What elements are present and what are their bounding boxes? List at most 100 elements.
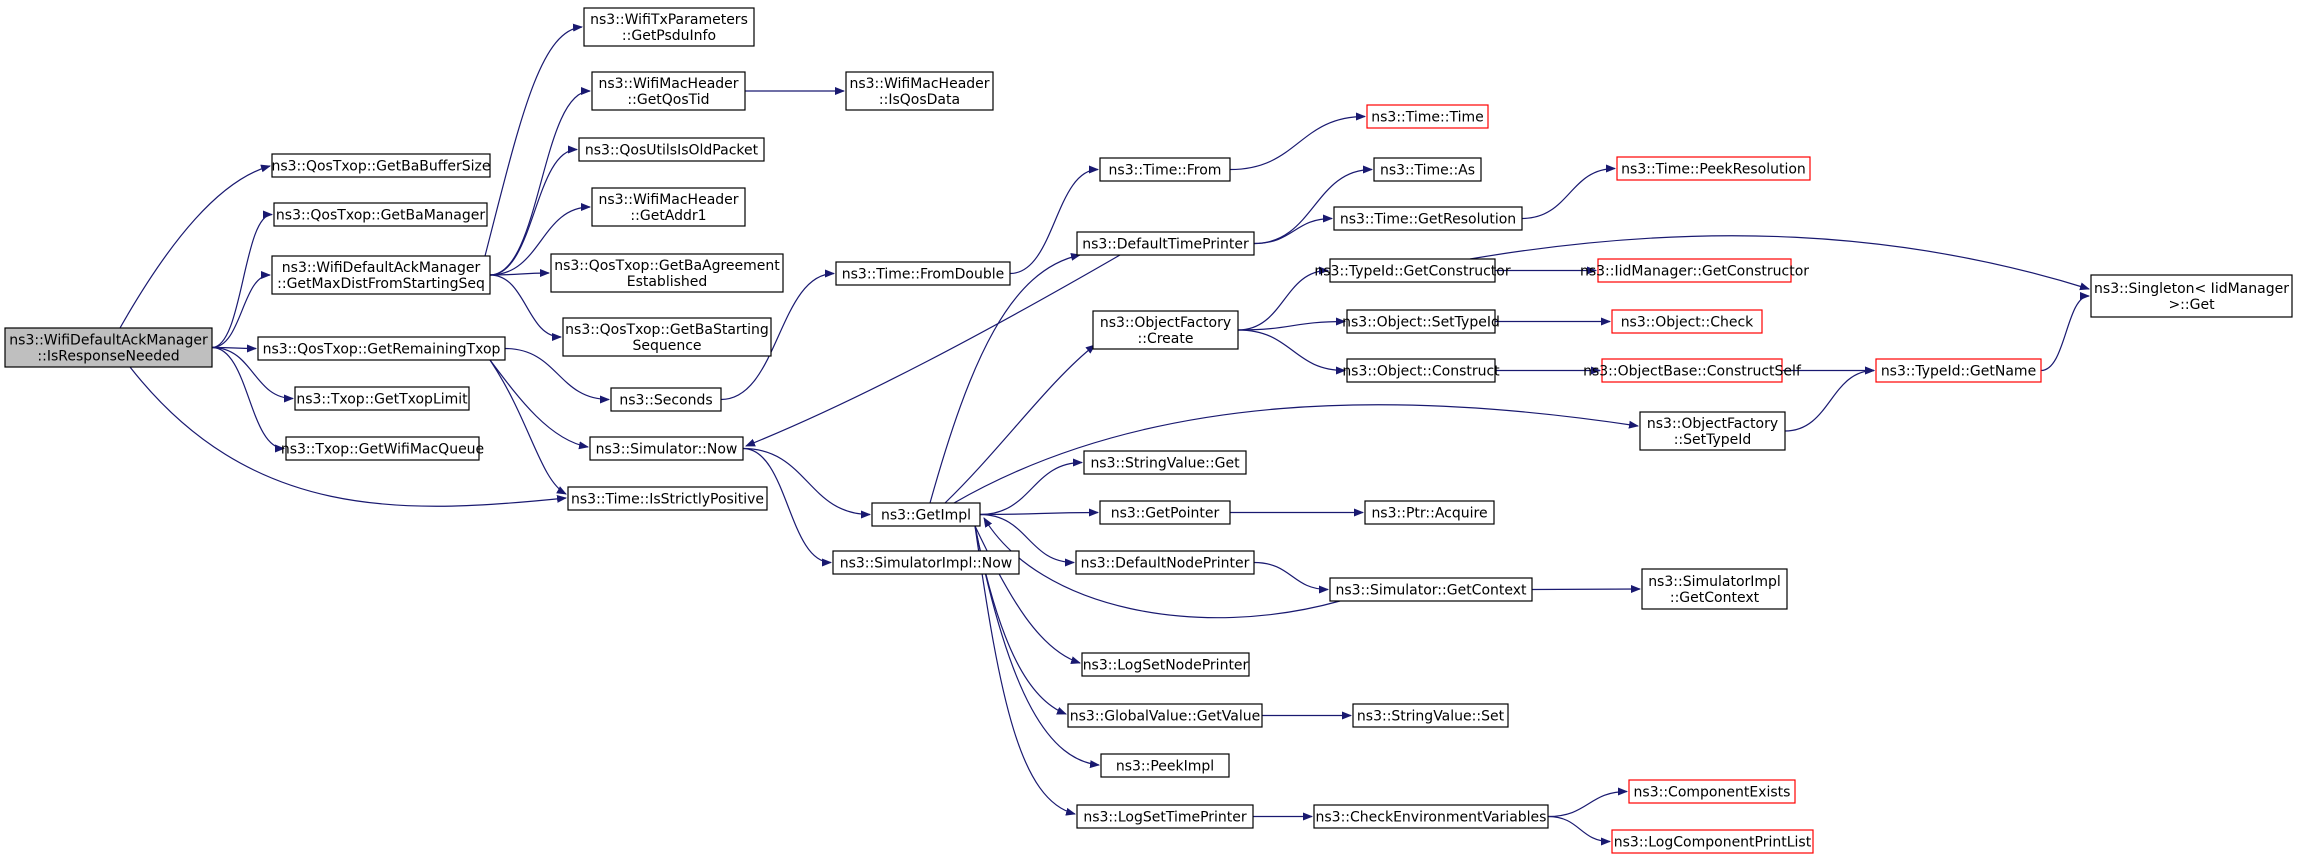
node-n22[interactable]: ns3::DefaultTimePrinter xyxy=(1076,231,1255,256)
node-n45[interactable]: ns3::TypeId::GetName xyxy=(1875,358,2042,383)
node-n26[interactable]: ns3::DefaultNodePrinter xyxy=(1075,550,1255,575)
node-box xyxy=(567,486,768,511)
node-n16[interactable]: ns3::WifiMacHeader::IsQosData xyxy=(845,71,994,111)
node-label: Established xyxy=(627,274,708,290)
node-label: ns3::SimulatorImpl xyxy=(1648,574,1781,590)
edge-n20-n21 xyxy=(1229,112,1366,171)
node-n17[interactable]: ns3::Time::FromDouble xyxy=(835,261,1011,286)
node-n15[interactable]: ns3::Simulator::Now xyxy=(589,436,744,461)
node-label: ns3::Txop::GetWifiMacQueue xyxy=(281,442,484,458)
node-label: ns3::QosTxop::GetBaManager xyxy=(276,208,485,224)
node-label: ::GetContext xyxy=(1670,590,1760,606)
node-n39[interactable]: ns3::StringValue::Set xyxy=(1352,703,1509,728)
node-box xyxy=(562,317,772,357)
node-label: ns3::SimulatorImpl::Now xyxy=(840,556,1013,572)
node-label: ns3::TypeId::GetConstructor xyxy=(1314,264,1510,280)
node-n29[interactable]: ns3::PeekImpl xyxy=(1100,753,1230,778)
edge-n3-n10 xyxy=(489,145,578,276)
node-n9[interactable]: ns3::WifiMacHeader::GetQosTid xyxy=(591,71,746,111)
edge-n18-n25 xyxy=(979,508,1099,517)
node-label: ns3::DefaultNodePrinter xyxy=(1081,556,1250,572)
edge-n0-n6 xyxy=(211,346,285,453)
node-n1[interactable]: ns3::QosTxop::GetBaBufferSize xyxy=(271,153,491,178)
node-n7[interactable]: ns3::Time::IsStrictlyPositive xyxy=(567,486,768,511)
node-label: ns3::StringValue::Set xyxy=(1357,709,1505,725)
node-n3[interactable]: ns3::WifiDefaultAckManager::GetMaxDistFr… xyxy=(271,255,491,295)
node-n2[interactable]: ns3::QosTxop::GetBaManager xyxy=(273,202,488,227)
node-box xyxy=(1628,779,1796,804)
edge-n3-n13 xyxy=(489,274,562,341)
node-n43[interactable]: ns3::Object::Check xyxy=(1611,309,1763,334)
node-n5[interactable]: ns3::Txop::GetTxopLimit xyxy=(294,386,470,411)
node-n11[interactable]: ns3::WifiMacHeader::GetAddr1 xyxy=(591,187,746,227)
edge-n15-n19 xyxy=(742,447,832,567)
node-n14[interactable]: ns3::Seconds xyxy=(610,387,722,412)
node-label: ns3::Time::FromDouble xyxy=(842,267,1005,283)
node-box xyxy=(1611,829,1814,854)
node-box xyxy=(845,71,994,111)
node-n32[interactable]: ns3::Time::GetResolution xyxy=(1333,206,1523,231)
node-label: ns3::DefaultTimePrinter xyxy=(1082,237,1249,253)
node-n44[interactable]: ns3::ObjectBase::ConstructSelf xyxy=(1583,358,1802,383)
node-n6[interactable]: ns3::Txop::GetWifiMacQueue xyxy=(281,436,484,461)
node-label: ns3::QosUtilsIsOldPacket xyxy=(585,143,759,159)
node-n23[interactable]: ns3::ObjectFactory::Create xyxy=(1092,310,1239,350)
node-box xyxy=(1092,310,1239,350)
edge-n17-n20 xyxy=(1009,165,1099,275)
node-n35[interactable]: ns3::Object::Construct xyxy=(1342,358,1500,383)
node-n27[interactable]: ns3::LogSetNodePrinter xyxy=(1081,652,1250,677)
node-label: ns3::WifiMacHeader xyxy=(598,192,738,208)
node-box xyxy=(1333,206,1523,231)
node-n47[interactable]: ns3::SimulatorImpl::GetContext xyxy=(1641,568,1788,610)
node-box xyxy=(832,550,1020,575)
node-label: ns3::Time::As xyxy=(1380,163,1475,179)
node-n33[interactable]: ns3::TypeId::GetConstructor xyxy=(1314,258,1511,283)
edge-n4-n15 xyxy=(489,359,589,450)
node-n48[interactable]: ns3::ComponentExists xyxy=(1628,779,1796,804)
edge-n0-n2 xyxy=(211,210,273,349)
edge-n0-n5 xyxy=(211,346,294,403)
node-n46[interactable]: ns3::Singleton< IidManager >::Get xyxy=(2090,274,2293,318)
node-n8[interactable]: ns3::WifiTxParameters::GetPsduInfo xyxy=(583,7,755,47)
node-box xyxy=(583,7,755,47)
node-label: ns3::StringValue::Get xyxy=(1090,456,1240,472)
node-n41[interactable]: ns3::Time::PeekResolution xyxy=(1616,156,1811,181)
node-box xyxy=(1329,258,1496,283)
node-n30[interactable]: ns3::LogSetTimePrinter xyxy=(1076,804,1254,829)
node-n21[interactable]: ns3::Time::Time xyxy=(1366,104,1489,129)
node-n19[interactable]: ns3::SimulatorImpl::Now xyxy=(832,550,1020,575)
node-n20[interactable]: ns3::Time::From xyxy=(1099,157,1231,182)
edge-n22-n15 xyxy=(745,254,1121,447)
node-n49[interactable]: ns3::LogComponentPrintList xyxy=(1611,829,1814,854)
node-n24[interactable]: ns3::StringValue::Get xyxy=(1083,450,1247,475)
node-n0[interactable]: ns3::WifiDefaultAckManager::IsResponseNe… xyxy=(4,327,213,368)
node-box xyxy=(1100,753,1230,778)
node-n4[interactable]: ns3::QosTxop::GetRemainingTxop xyxy=(257,336,506,361)
node-box xyxy=(271,153,491,178)
node-layer: ns3::WifiDefaultAckManager::IsResponseNe… xyxy=(4,7,2293,854)
node-label: ns3::Time::IsStrictlyPositive xyxy=(571,492,764,508)
node-box xyxy=(257,336,506,361)
node-label: ns3::IidManager::GetConstructor xyxy=(1580,264,1809,280)
node-box xyxy=(1346,309,1496,334)
node-n37[interactable]: ns3::Ptr::Acquire xyxy=(1364,500,1495,525)
node-label: ns3::Object::Check xyxy=(1621,315,1754,331)
node-n31[interactable]: ns3::Time::As xyxy=(1373,157,1482,182)
node-n10[interactable]: ns3::QosUtilsIsOldPacket xyxy=(578,137,765,162)
node-n38[interactable]: ns3::Simulator::GetContext xyxy=(1329,577,1533,602)
node-n28[interactable]: ns3::GlobalValue::GetValue xyxy=(1067,703,1263,728)
node-n36[interactable]: ns3::ObjectFactory::SetTypeId xyxy=(1639,411,1786,451)
node-n40[interactable]: ns3::CheckEnvironmentVariables xyxy=(1313,804,1549,829)
node-n25[interactable]: ns3::GetPointer xyxy=(1099,500,1231,525)
node-n18[interactable]: ns3::GetImpl xyxy=(871,502,981,527)
node-box xyxy=(294,386,470,411)
node-label: ns3::Simulator::GetContext xyxy=(1335,583,1527,599)
node-n34[interactable]: ns3::Object::SetTypeId xyxy=(1342,309,1500,334)
node-n42[interactable]: ns3::IidManager::GetConstructor xyxy=(1580,258,1809,283)
edge-n22-n32 xyxy=(1253,214,1333,245)
node-label: >::Get xyxy=(2168,297,2215,313)
node-label: ns3::QosTxop::GetRemainingTxop xyxy=(263,342,501,358)
